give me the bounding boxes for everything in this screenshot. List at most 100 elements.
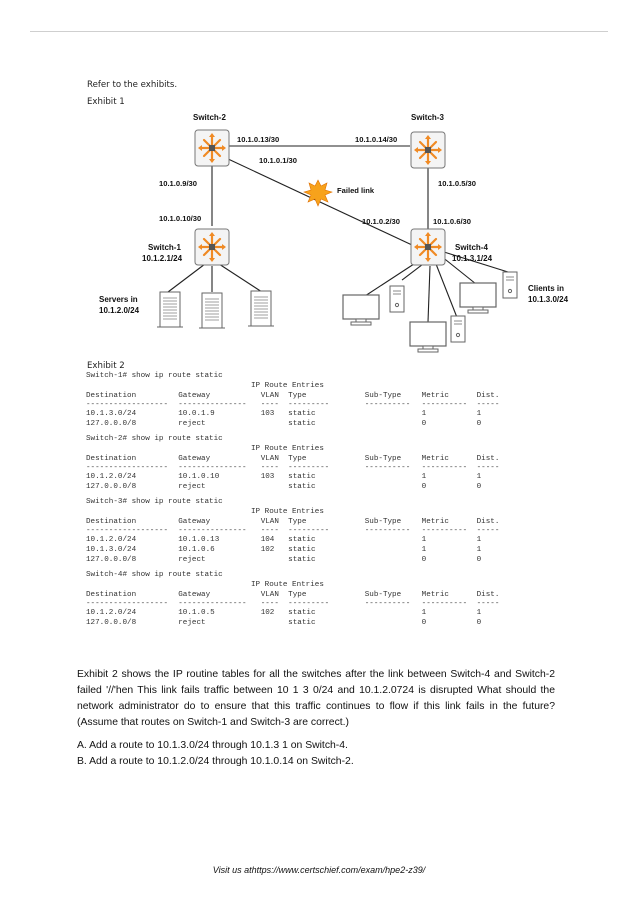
ip-sw4-sw3: 10.1.0.6/30 [433,217,471,226]
table-header-cell: Destination [86,591,137,599]
table-cell: 1 [476,410,482,418]
table-header-cell: Sub-Type [364,392,402,400]
table-header-cell: Metric [421,392,449,400]
table-cell: 1 [421,546,427,554]
divider-dashes: ---------- [421,464,468,472]
table-header-cell: Type [288,591,307,599]
table-title: IP Route Entries [251,581,324,589]
table-cell: 103 [260,410,275,418]
table-cell: 10.1.2.0/24 [86,536,137,544]
servers-label: Servers in [99,295,138,304]
server-icon [156,291,184,328]
answer-option-b[interactable]: B. Add a route to 10.1.2.0/24 through 10… [77,756,354,767]
divider-dashes: ----- [476,464,500,472]
divider-dashes: ---------- [364,527,411,535]
table-cell: 10.1.3.0/24 [86,410,137,418]
table-cell: 104 [260,536,275,544]
table-cell: 1 [421,609,427,617]
table-divider: ----------------------------------------… [86,464,506,472]
divider-dashes: ---- [260,600,279,608]
divider-dashes: ---------- [421,527,468,535]
table-header-cell: VLAN [260,392,279,400]
table-cell: static [288,546,316,554]
table-header-cell: Gateway [178,455,211,463]
divider-dashes: ---------- [421,401,468,409]
table-cell: static [288,420,316,428]
table-cell: static [288,410,316,418]
table-cell: 0 [476,483,482,491]
table-header-cell: Destination [86,518,137,526]
table-header-cell: VLAN [260,518,279,526]
table-cell [365,555,422,565]
divider-dashes: ---- [260,401,279,409]
table-cell [365,409,422,419]
answer-option-a[interactable]: A. Add a route to 10.1.3.0/24 through 10… [77,740,348,751]
divider-dashes: ---------- [421,600,468,608]
table-cell: 10.0.1.9 [178,410,215,418]
divider-dashes: --------------- [178,464,247,472]
divider-dashes: ---------- [364,600,411,608]
table-header-cell: Sub-Type [364,455,402,463]
divider-dashes: --------- [288,464,330,472]
table-header-cell: Type [288,455,307,463]
table-header-cell: Type [288,518,307,526]
switch3-icon [409,130,447,170]
divider-dashes: ------------------ [86,600,169,608]
pc-tower-icon [389,285,405,313]
ip-sw2-sw4: 10.1.0.1/30 [259,156,297,165]
switch1-network: 10.1.2.1/24 [142,254,183,263]
ip-sw4-sw2: 10.1.0.2/30 [362,217,400,226]
table-cell: reject [178,619,206,627]
table-cell [365,608,422,618]
table-cell [261,618,288,628]
divider-dashes: ----- [476,527,500,535]
table-cell: 1 [476,609,482,617]
table-header-cell: Sub-Type [364,518,402,526]
divider-dashes: --------------- [178,600,247,608]
header-rule [30,31,608,32]
table-cell: 10.1.3.0/24 [86,546,137,554]
ip-sw3-sw4: 10.1.0.5/30 [438,179,476,188]
table-cell: 127.0.0.0/8 [86,619,137,627]
divider-dashes: ---------- [364,401,411,409]
table-cell: 0 [421,619,427,627]
table-cell: 102 [260,609,275,617]
table-cell: 1 [421,536,427,544]
table-header-cell: VLAN [260,591,279,599]
table-header-cell: Gateway [178,392,211,400]
footer-link[interactable]: Visit us athttps://www.certschief.com/ex… [212,865,426,875]
table-cell: reject [178,483,206,491]
table-cell [261,482,288,492]
table-cell: 1 [476,546,482,554]
divider-dashes: ---- [260,464,279,472]
monitor-icon [409,321,447,353]
table-divider: ----------------------------------------… [86,600,506,608]
switch-prompt: Switch-4# show ip route static [86,571,223,579]
table-cell: 103 [260,473,275,481]
table-header-cell: Metric [421,455,449,463]
table-cell: 1 [476,536,482,544]
pc-tower-icon [450,315,466,343]
table-title: IP Route Entries [251,445,324,453]
failed-link-label: Failed link [337,186,375,195]
table-cell: 10.1.0.13 [178,536,220,544]
table-title: IP Route Entries [251,508,324,516]
switch3-label: Switch-3 [411,113,444,122]
divider-dashes: ----- [476,600,500,608]
divider-dashes: ----- [476,401,500,409]
table-cell: static [288,619,316,627]
table-cell: 10.1.0.10 [178,473,220,481]
table-divider: ----------------------------------------… [86,527,506,535]
table-header-cell: Sub-Type [364,591,402,599]
switch1-label: Switch-1 [148,243,181,252]
ip-sw2-sw3: 10.1.0.13/30 [237,135,279,144]
divider-dashes: ------------------ [86,527,169,535]
answer-options: A. Add a route to 10.1.3.0/24 through 10… [77,738,354,770]
server-icon [198,292,226,329]
